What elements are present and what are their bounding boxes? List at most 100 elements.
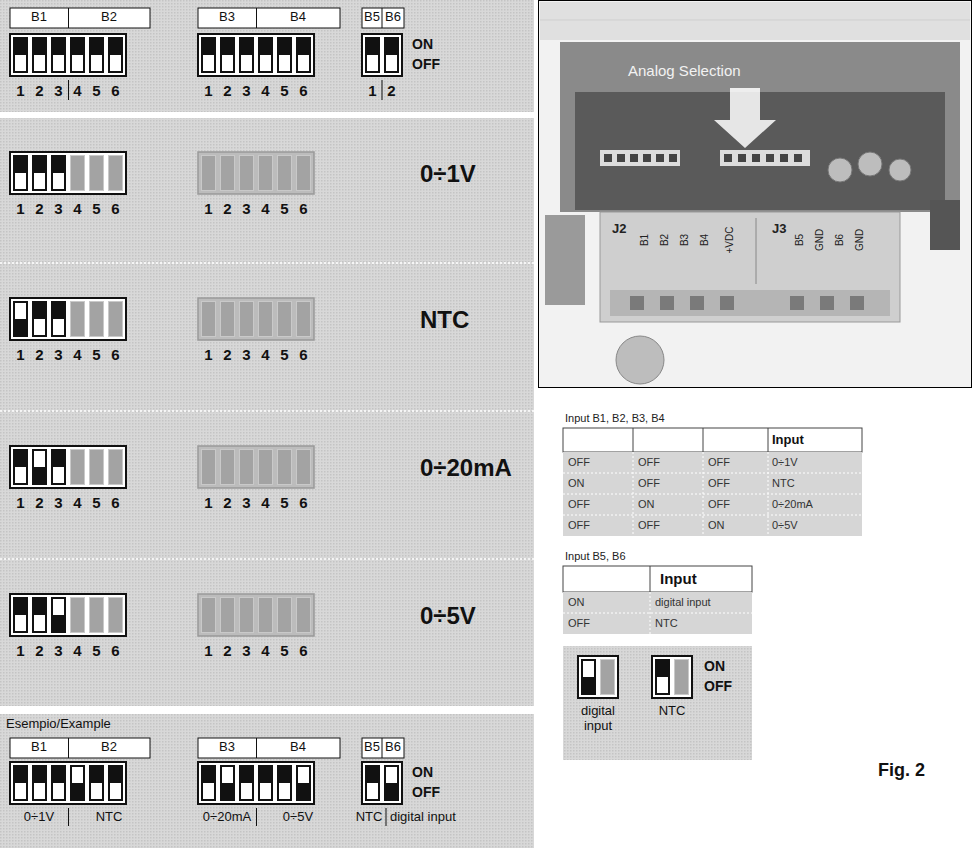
dip-switch bbox=[198, 594, 314, 636]
switch-number: 5 bbox=[280, 200, 288, 217]
dip-switch bbox=[71, 156, 123, 191]
device-photo bbox=[738, 154, 746, 162]
dip-switch bbox=[239, 37, 254, 73]
switch-number: 2 bbox=[223, 200, 231, 217]
device-photo bbox=[828, 158, 852, 182]
switch-number: 3 bbox=[242, 346, 250, 363]
table-header: Input bbox=[772, 433, 804, 448]
dip-switch bbox=[384, 37, 399, 73]
switch-panel: 123456123456NTC bbox=[0, 264, 534, 410]
switch-number: 6 bbox=[299, 494, 307, 511]
switch-number: 5 bbox=[92, 200, 100, 217]
switch-number: 3 bbox=[242, 642, 250, 659]
device-photo bbox=[724, 154, 732, 162]
dip-switch bbox=[365, 37, 380, 73]
dip-switch bbox=[32, 765, 47, 801]
switch-number: 1 bbox=[204, 200, 212, 217]
switch-number: 1 bbox=[204, 346, 212, 363]
switch-panel: B1B2B3B4B5B6ONOFF12345612345612 bbox=[0, 0, 534, 112]
device-photo bbox=[669, 154, 677, 162]
input-type-label: NTC bbox=[659, 704, 686, 719]
bank-label: B3 bbox=[219, 740, 235, 755]
pin-label: B1 bbox=[639, 234, 651, 246]
input-type-label: 0÷20mA bbox=[420, 454, 512, 482]
dip-switch bbox=[108, 37, 123, 73]
dip-switch bbox=[198, 8, 340, 28]
switch-number: 4 bbox=[73, 494, 81, 511]
dip-switch bbox=[13, 155, 28, 191]
table-title: Input B5, B6 bbox=[565, 550, 626, 563]
dip-switch bbox=[652, 656, 692, 698]
dip-switch bbox=[10, 446, 126, 488]
dip-switch bbox=[198, 738, 340, 758]
device-photo bbox=[720, 150, 810, 166]
table-cell: OFF bbox=[638, 477, 660, 490]
panel-ground bbox=[0, 118, 534, 706]
input-table bbox=[768, 452, 769, 536]
input-type-label: digital input bbox=[566, 704, 630, 734]
table-cell: OFF bbox=[568, 617, 590, 630]
device-photo bbox=[617, 154, 625, 162]
switch-number: 5 bbox=[280, 642, 288, 659]
switch-number: 4 bbox=[73, 642, 81, 659]
switch-number: 3 bbox=[54, 346, 62, 363]
switch-number: 4 bbox=[261, 200, 269, 217]
dip-switch bbox=[198, 152, 314, 194]
dip-switch bbox=[258, 765, 273, 801]
dip-switch bbox=[13, 597, 28, 633]
dip-switch bbox=[601, 660, 615, 695]
dip-switch bbox=[51, 301, 66, 337]
on-off-label: OFF bbox=[704, 678, 732, 694]
example-panel: Esempio/ExampleB1B2B3B4B5B6ONOFF0÷1VNTC0… bbox=[0, 714, 534, 848]
dip-switch bbox=[258, 37, 273, 73]
panel-label: Analog Selection bbox=[628, 62, 741, 79]
dip-switch bbox=[198, 762, 314, 804]
switch-number: 1 bbox=[16, 82, 24, 99]
dip-switch bbox=[578, 656, 618, 698]
dip-switch bbox=[13, 37, 28, 73]
input-table bbox=[563, 428, 862, 634]
bank-label: B4 bbox=[290, 10, 306, 25]
bank-label: B5 bbox=[364, 740, 380, 755]
input-table bbox=[563, 592, 752, 634]
dip-switch bbox=[89, 765, 104, 801]
input-type-label: NTC bbox=[356, 810, 383, 825]
dip-switch bbox=[198, 298, 314, 340]
table-cell: ON bbox=[568, 596, 585, 609]
dip-switch bbox=[386, 808, 387, 826]
device-photo bbox=[660, 296, 674, 310]
dip-switch bbox=[51, 449, 66, 485]
device-photo bbox=[630, 154, 638, 162]
device-photo bbox=[820, 296, 834, 310]
input-type-label: 0÷1V bbox=[24, 810, 54, 825]
input-type-label: digital input bbox=[390, 810, 456, 825]
switch-number: 5 bbox=[92, 346, 100, 363]
switch-number: 3 bbox=[54, 494, 62, 511]
switch-number: 2 bbox=[35, 346, 43, 363]
dip-switch bbox=[362, 762, 402, 804]
pin-label: GND bbox=[814, 229, 826, 251]
dip-switch bbox=[68, 8, 69, 28]
dip-switch bbox=[51, 155, 66, 191]
on-off-label: OFF bbox=[412, 56, 440, 72]
switch-number: 3 bbox=[54, 642, 62, 659]
dip-switch bbox=[198, 446, 314, 488]
dip-switch bbox=[13, 301, 28, 337]
dip-switch bbox=[201, 37, 216, 73]
device-photo bbox=[560, 42, 960, 212]
switch-panel: 1234561234560÷5V bbox=[0, 560, 534, 706]
dip-switch bbox=[384, 765, 399, 801]
input-table bbox=[768, 428, 769, 452]
dip-switch bbox=[10, 152, 126, 194]
input-type-label: 0÷5V bbox=[420, 602, 476, 630]
bank-label: B1 bbox=[31, 10, 47, 25]
dip-switch bbox=[68, 738, 69, 758]
dip-switch bbox=[71, 302, 123, 337]
table-cell: OFF bbox=[708, 456, 730, 469]
dip-switch bbox=[362, 34, 402, 76]
switch-number: 6 bbox=[111, 642, 119, 659]
device-photo bbox=[858, 152, 882, 176]
table-title: Input B1, B2, B3, B4 bbox=[565, 412, 665, 425]
switch-number: 6 bbox=[111, 494, 119, 511]
